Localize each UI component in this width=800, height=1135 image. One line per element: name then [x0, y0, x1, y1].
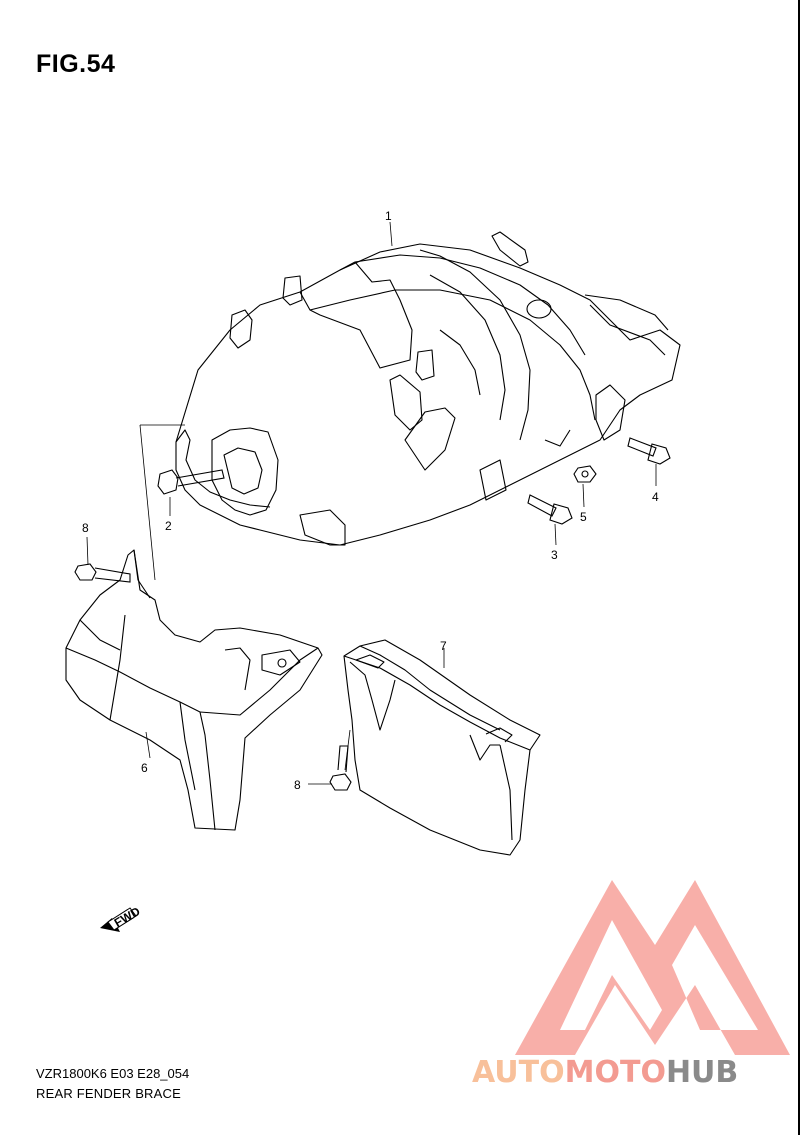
- figure-title: FIG.54: [36, 50, 116, 78]
- callout-2: 2: [165, 519, 172, 533]
- watermark-logo: [515, 880, 790, 1055]
- watermark-part-hub: HUB: [665, 1055, 739, 1090]
- callout-5: 5: [580, 510, 587, 524]
- watermark-part-moto: MOTO: [564, 1055, 666, 1090]
- part-6-fender-brace: [65, 549, 323, 831]
- callout-7: 7: [440, 639, 447, 653]
- part-4-bolt: [627, 437, 671, 465]
- callout-labels: 1 2 3 4 5 6 7 8 8: [82, 209, 659, 792]
- leader-lines: [86, 221, 657, 785]
- diagram-caption: REAR FENDER BRACE: [36, 1086, 181, 1101]
- watermark-text: AUTOMOTOHUB: [472, 1055, 738, 1090]
- diagram-code: VZR1800K6 E03 E28_054: [36, 1066, 190, 1081]
- part-8-bolt-lower: [329, 745, 352, 791]
- part-1-rear-fender: [175, 231, 681, 546]
- part-5-nut: [573, 465, 597, 483]
- part-7-mud-flap: [343, 639, 541, 856]
- fwd-arrow-icon: FWD: [100, 904, 143, 932]
- callout-6: 6: [141, 761, 148, 775]
- callout-8-lower: 8: [294, 778, 301, 792]
- part-8-bolt-upper: [74, 563, 131, 583]
- watermark-part-auto: AUTO: [472, 1055, 565, 1090]
- part-3-bolt: [527, 494, 573, 525]
- fwd-label: FWD: [112, 904, 143, 930]
- callout-1: 1: [385, 209, 392, 223]
- callout-8-upper: 8: [82, 521, 89, 535]
- callout-3: 3: [551, 548, 558, 562]
- callout-4: 4: [652, 490, 659, 504]
- part-2-bolt: [157, 469, 225, 516]
